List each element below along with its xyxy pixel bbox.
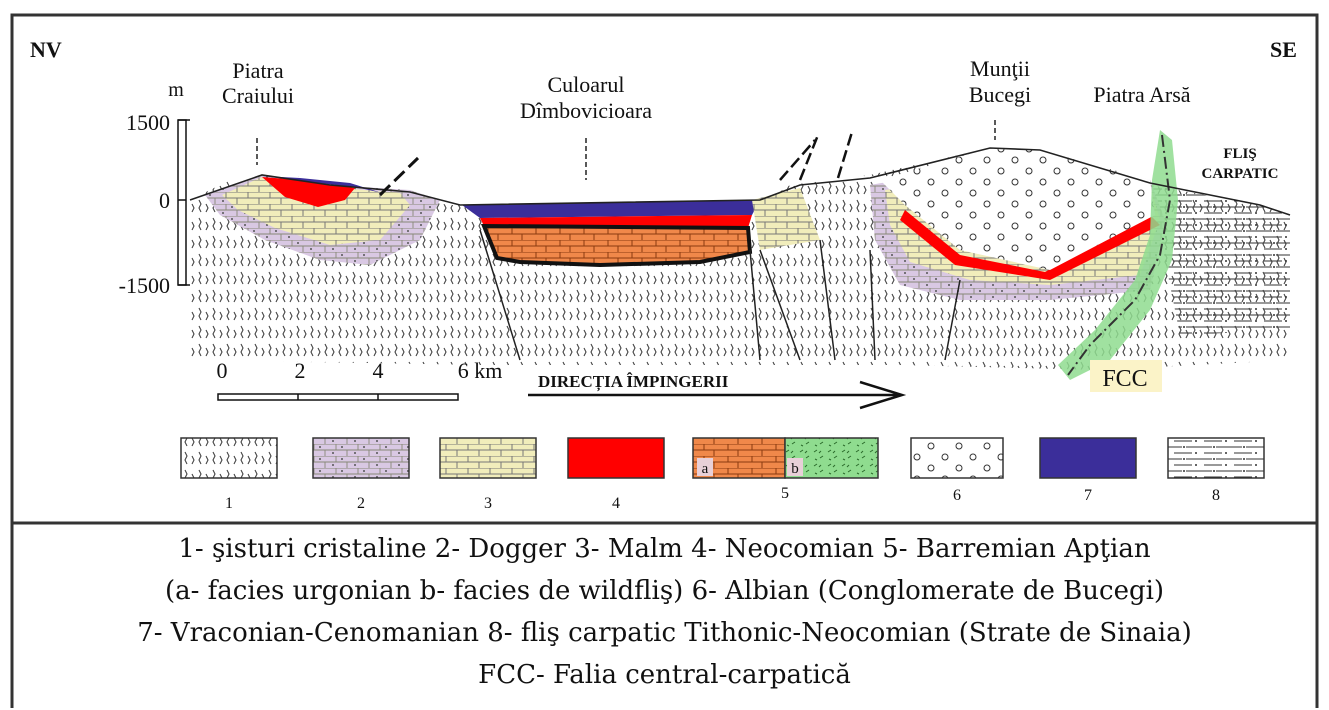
culoarul-label-line2: Dîmbovicioara	[520, 98, 652, 123]
elevation-bar	[178, 120, 186, 285]
muntii-bucegi-label-line1: Munţii	[970, 56, 1030, 81]
legend-number-1: 1	[225, 495, 233, 512]
legend-number-7: 7	[1084, 487, 1092, 504]
direction-label: DIRECȚIA ÎMPINGERII	[538, 372, 729, 392]
muntii-bucegi-label-line2: Bucegi	[969, 82, 1031, 107]
legend-5a-label: a	[702, 461, 709, 477]
piatra-craiului-label-line2: Craiului	[222, 83, 294, 108]
corner-nv-label: NV	[30, 37, 62, 62]
caption-line-1: 1- şisturi cristaline 2- Dogger 3- Malm …	[0, 534, 1329, 564]
corner-se-label: SE	[1270, 37, 1297, 62]
legend-number-2: 2	[357, 495, 365, 512]
elevation-tick-minus1500: -1500	[119, 273, 170, 298]
legend-swatch-6	[911, 438, 1003, 478]
elevation-tick-0: 0	[159, 188, 170, 213]
legend-number-6: 6	[953, 487, 961, 504]
legend-5b-label: b	[791, 461, 799, 477]
dimbovicioara-urgonian	[484, 226, 750, 265]
scale-tick-4: 4	[373, 358, 384, 383]
piatra-arsa-label: Piatra Arsă	[1093, 82, 1190, 107]
legend-swatch-7	[1040, 438, 1136, 478]
legend-number-8: 8	[1212, 487, 1220, 504]
elevation-unit-label: m	[168, 79, 184, 101]
scale-bar	[218, 394, 458, 400]
legend-number-4: 4	[612, 495, 620, 512]
piatra-craiului-label-line1: Piatra	[232, 58, 284, 83]
flis-carpatic-label-line1: FLIŞ	[1223, 146, 1256, 162]
elevation-tick-1500: 1500	[126, 110, 170, 135]
caption-line-4: FCC- Falia central-carpatică	[0, 660, 1329, 690]
legend-swatch-8	[1168, 438, 1264, 478]
scale-tick-2: 2	[295, 358, 306, 383]
legend-swatch-4	[568, 438, 664, 478]
legend-number-5: 5	[781, 485, 789, 502]
scale-tick-0: 0	[217, 358, 228, 383]
legend-swatch-1	[181, 438, 277, 478]
legend-number-3: 3	[484, 495, 492, 512]
scale-tick-6km: 6 km	[458, 358, 503, 383]
legend-swatch-2	[313, 438, 409, 478]
caption-line-2: (a- facies urgonian b- facies de wildfli…	[0, 576, 1329, 606]
culoarul-label-line1: Culoarul	[548, 72, 625, 97]
fcc-label: FCC	[1102, 366, 1147, 392]
caption-line-3: 7- Vraconian-Cenomanian 8- fliş carpatic…	[0, 618, 1329, 648]
flis-carpatic-label-line2: CARPATIC	[1202, 166, 1279, 182]
legend-swatch-3	[440, 438, 536, 478]
